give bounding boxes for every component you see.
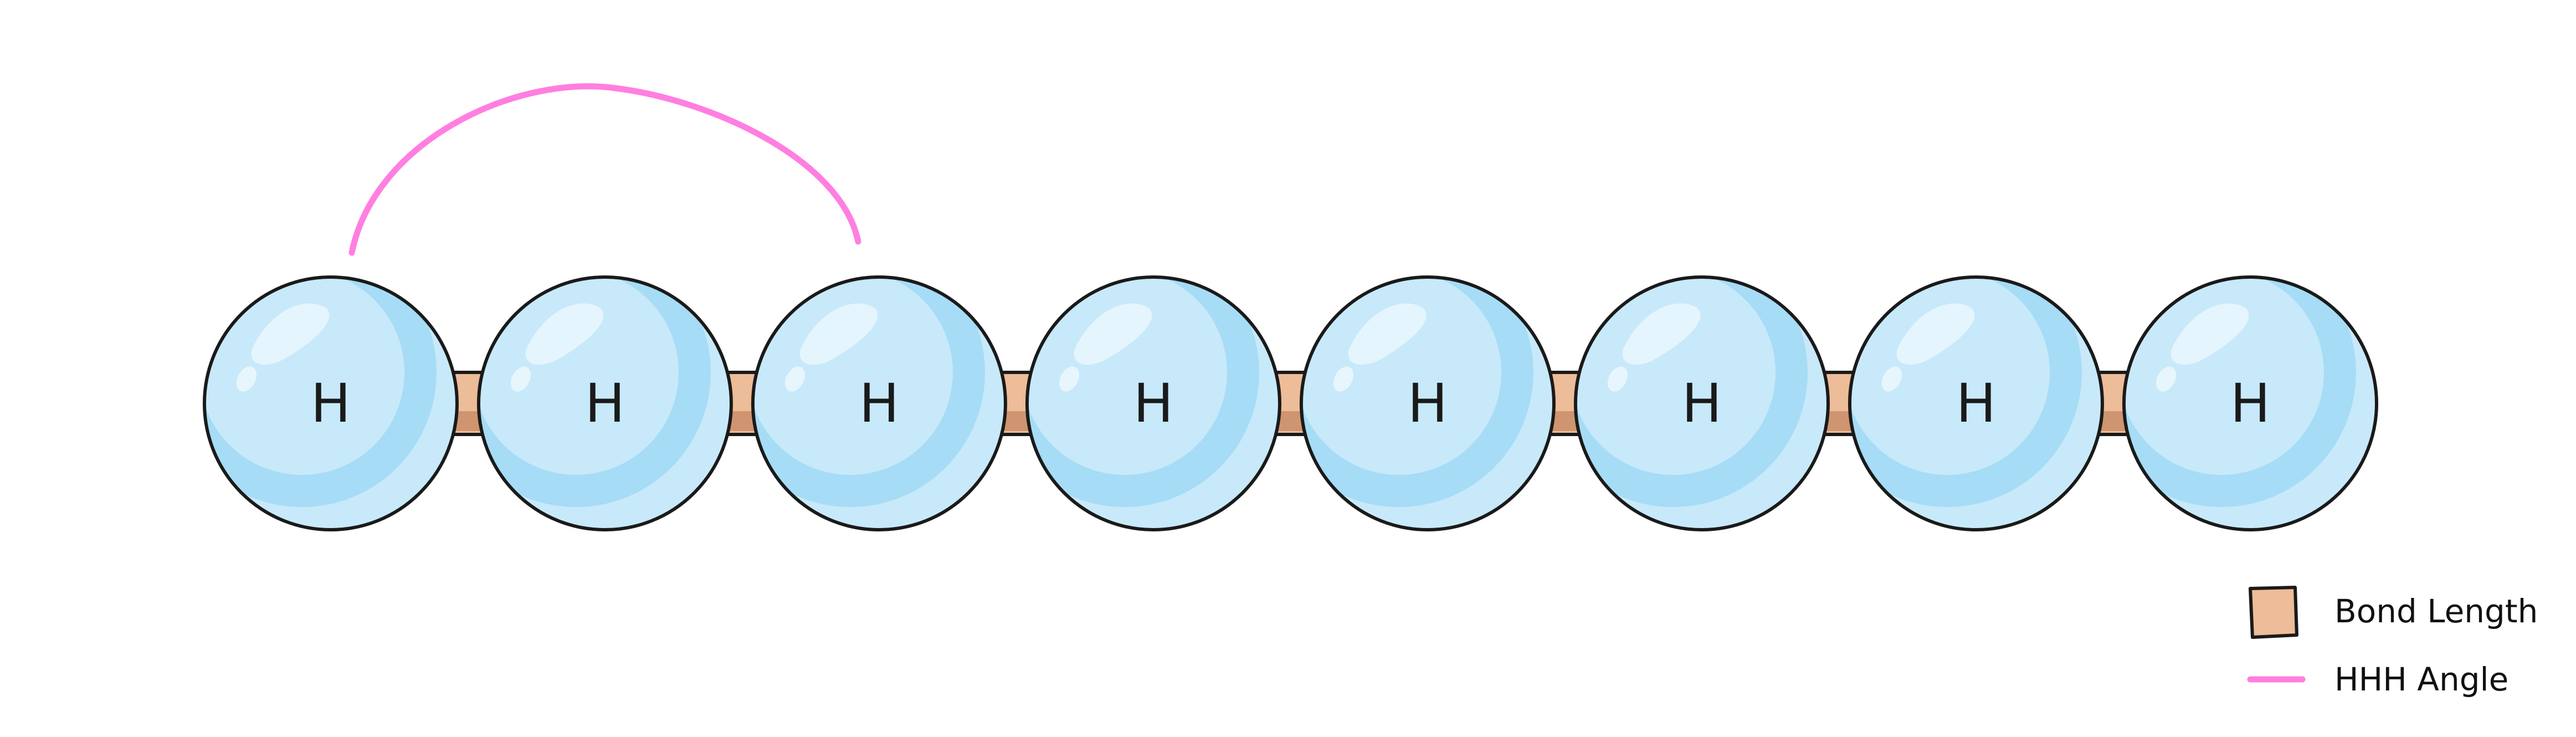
atom-label: H — [1956, 372, 1996, 434]
hydrogen-atom: H — [751, 275, 1007, 531]
atom-label: H — [859, 372, 899, 434]
atom-label: H — [585, 372, 625, 434]
hydrogen-atom: H — [1300, 275, 1556, 531]
atom-label: H — [2230, 372, 2270, 434]
legend: Bond Length HHH Angle — [2247, 586, 2538, 698]
hydrogen-atom: H — [203, 275, 459, 531]
hydrogen-atom: H — [1574, 275, 1830, 531]
legend-label-bond-length: Bond Length — [2334, 592, 2538, 630]
atom-label: H — [1682, 372, 1722, 434]
hydrogen-atom: H — [2122, 275, 2378, 531]
legend-item-hhh-angle: HHH Angle — [2247, 661, 2508, 698]
hydrogen-atom: H — [1025, 275, 1281, 531]
atom-label: H — [311, 372, 351, 434]
hydrogen-atom: H — [1848, 275, 2104, 531]
hydrogen-atom: H — [477, 275, 733, 531]
legend-label-hhh-angle: HHH Angle — [2334, 661, 2508, 698]
bond-swatch-icon — [2249, 586, 2298, 639]
legend-item-bond-length: Bond Length — [2249, 586, 2538, 639]
hhh-angle-arc — [348, 83, 861, 256]
atom-label: H — [1408, 372, 1448, 434]
atom-label: H — [1133, 372, 1173, 434]
angle-layer — [348, 83, 861, 256]
